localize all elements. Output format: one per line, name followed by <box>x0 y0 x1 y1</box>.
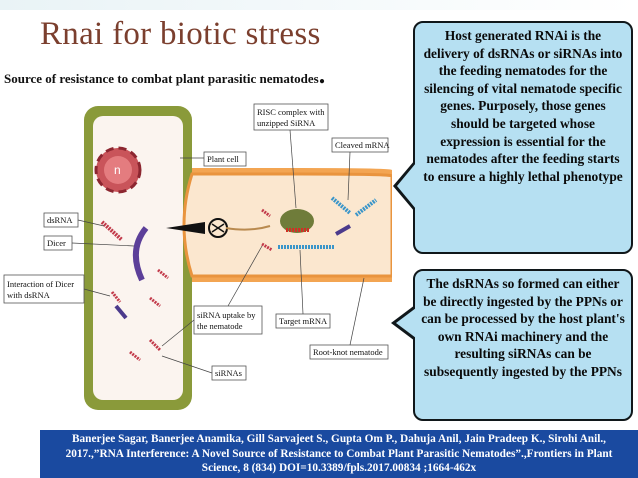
subtitle-text: Source of resistance to combat plant par… <box>4 71 319 86</box>
label-cleaved-mrna: Cleaved mRNA <box>335 140 390 150</box>
nucleus-core <box>104 156 132 184</box>
nucleus-label: n <box>114 163 121 177</box>
subtitle-dot: . <box>318 60 326 89</box>
citation-band: Banerjee Sagar, Banerjee Anamika, Gill S… <box>40 430 638 478</box>
label-plant-cell: Plant cell <box>207 154 240 164</box>
label-sirna-uptake-line2: the nematode <box>197 321 243 331</box>
leader-risc <box>289 129 297 209</box>
leader-sirna-uptake-cell <box>161 319 195 347</box>
esophagus <box>225 225 271 231</box>
slide-subtitle: Source of resistance to combat plant par… <box>4 62 325 88</box>
leader-dicer <box>71 242 135 247</box>
cleaved-mrna-a <box>330 196 352 215</box>
dicer-arrow <box>114 304 128 320</box>
rnai-diagram: n Plant cell RISC <box>2 100 392 418</box>
leader-sirnas <box>161 355 213 374</box>
cell-sirna-a <box>148 338 162 352</box>
risc-complex <box>280 209 314 233</box>
leader-target-mrna <box>299 249 304 315</box>
mrna-arrow <box>335 224 351 236</box>
label-sirna-uptake-line1: siRNA uptake by <box>197 310 256 320</box>
leader-cleaved-mrna <box>347 151 351 201</box>
top-band <box>0 0 638 10</box>
cell-sirna-c <box>157 268 169 280</box>
nematode-sirna-a <box>261 208 271 218</box>
label-dicer: Dicer <box>47 238 66 248</box>
dicer-sirna-a <box>110 291 122 303</box>
cleaved-mrna-b <box>354 198 378 217</box>
label-dsrna: dsRNA <box>47 215 73 225</box>
label-box-risc <box>253 103 329 131</box>
label-box-plant-cell <box>203 151 247 167</box>
label-interaction-line1: Interaction of Dicer <box>7 279 74 289</box>
leader-root-knot <box>349 277 365 346</box>
callout-top: Host generated RNAi is the delivery of d… <box>413 21 633 254</box>
callout-bottom-pointer <box>396 308 416 338</box>
label-box-sirna-uptake <box>193 305 263 335</box>
label-risc-line2: unzipped SiRNA <box>257 118 316 128</box>
label-target-mrna: Target mRNA <box>279 316 328 326</box>
stylet-line-b <box>211 223 225 233</box>
leader-sirna-uptake <box>227 245 263 307</box>
leader-dsrna <box>77 219 105 227</box>
dsrna-strand <box>100 220 124 242</box>
label-box-interaction <box>3 274 85 304</box>
callout-bottom: The dsRNAs so formed can either be direc… <box>413 269 633 421</box>
label-sirnas: siRNAs <box>215 368 242 378</box>
label-root-knot: Root-knot nematode <box>313 347 383 357</box>
cell-sirna-d <box>149 296 161 308</box>
label-box-root-knot <box>309 344 389 360</box>
cell-sirna-b <box>129 350 141 362</box>
nematode-stylet <box>166 222 205 234</box>
label-box-cleaved-mrna <box>331 137 389 153</box>
label-risc-line1: RISC complex with <box>257 107 325 117</box>
callout-top-pointer <box>397 163 416 209</box>
slide-title: Rnai for biotic stress <box>40 16 321 52</box>
leader-interaction <box>83 288 111 297</box>
nematode-sirna-b <box>261 242 273 252</box>
label-interaction-line2: with dsRNA <box>7 290 51 300</box>
dicer-shape <box>133 226 149 282</box>
